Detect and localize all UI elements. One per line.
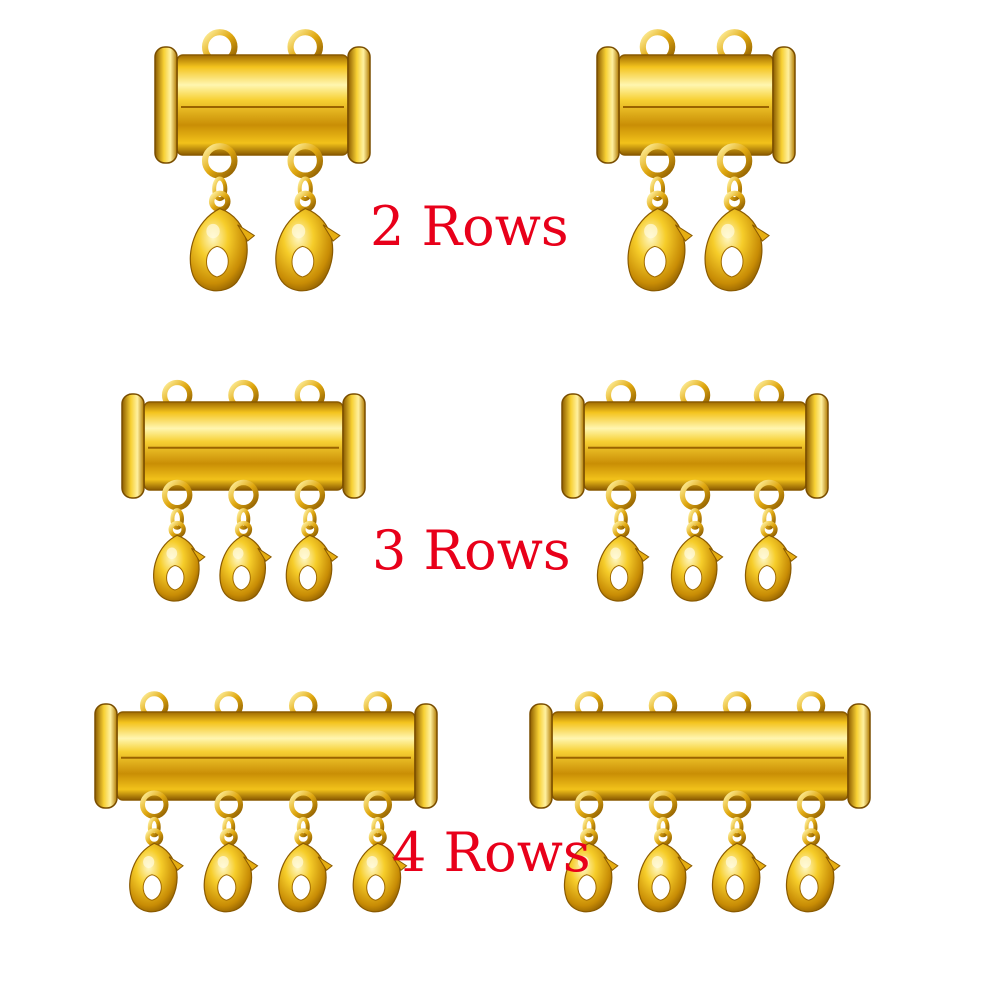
end-cap-right — [342, 393, 366, 499]
clasp-3-rows-item-2 — [561, 379, 829, 602]
label-2-rows: 2 Rows — [370, 195, 569, 258]
clasp-4-rows-item-1 — [94, 691, 438, 913]
slide-tube — [551, 711, 849, 801]
slide-tube — [116, 711, 416, 801]
lobster-clasp-1 — [189, 190, 256, 292]
lobster-clasp-1 — [627, 190, 693, 292]
bottom-loop-3 — [722, 790, 752, 819]
lobster-clasp-2 — [670, 520, 724, 602]
lobster-clasp-2 — [219, 520, 273, 602]
end-cap-right — [805, 393, 829, 499]
slide-tube — [583, 401, 807, 491]
lobster-clasp-4 — [785, 828, 841, 913]
bottom-loop-1 — [605, 479, 637, 511]
bottom-loop-2 — [214, 790, 244, 819]
lobster-clasp-1 — [563, 828, 619, 913]
bottom-loop-1 — [201, 143, 238, 179]
label-4-rows: 4 Rows — [392, 821, 591, 884]
clasp-2-rows-item-2 — [596, 29, 796, 292]
clasp-4-rows-item-2 — [529, 691, 871, 913]
end-cap-right — [347, 46, 371, 164]
bottom-loop-1 — [139, 790, 169, 819]
lobster-clasp-3 — [744, 520, 798, 602]
end-cap-left — [121, 393, 145, 499]
slide-tube — [618, 54, 774, 156]
end-cap-left — [94, 703, 118, 809]
lobster-clasp-3 — [285, 520, 339, 602]
bottom-loop-1 — [161, 479, 193, 511]
lobster-clasp-1 — [129, 828, 184, 913]
lobster-clasp-3 — [278, 828, 333, 913]
bottom-loop-3 — [753, 479, 785, 511]
bottom-loop-4 — [363, 790, 393, 819]
lobster-clasp-2 — [275, 190, 341, 292]
bottom-loop-3 — [288, 790, 318, 819]
lobster-clasp-2 — [203, 828, 259, 913]
bottom-loop-2 — [716, 143, 753, 179]
bottom-loop-2 — [228, 479, 259, 511]
slide-tube — [176, 54, 349, 156]
lobster-clasp-3 — [711, 828, 767, 913]
end-cap-right — [772, 46, 796, 164]
bottom-loop-1 — [639, 143, 676, 179]
label-3-rows: 3 Rows — [372, 519, 571, 582]
end-cap-right — [847, 703, 871, 809]
end-cap-right — [414, 703, 438, 809]
end-cap-left — [154, 46, 178, 164]
bottom-loop-3 — [294, 479, 326, 511]
clasp-3-rows-item-1 — [121, 379, 366, 602]
end-cap-left — [529, 703, 553, 809]
lobster-clasp-1 — [153, 520, 206, 602]
lobster-clasp-2 — [637, 828, 693, 913]
bottom-loop-4 — [796, 790, 826, 819]
bottom-loop-2 — [287, 143, 324, 179]
lobster-clasp-4 — [352, 828, 408, 913]
slide-tube — [143, 401, 344, 491]
lobster-clasp-1 — [596, 520, 650, 602]
bottom-loop-2 — [648, 790, 678, 819]
bottom-loop-1 — [574, 790, 604, 819]
bottom-loop-2 — [679, 479, 711, 511]
clasp-2-rows-item-1 — [154, 29, 371, 292]
end-cap-left — [596, 46, 620, 164]
end-cap-left — [561, 393, 585, 499]
lobster-clasp-2 — [704, 190, 770, 292]
